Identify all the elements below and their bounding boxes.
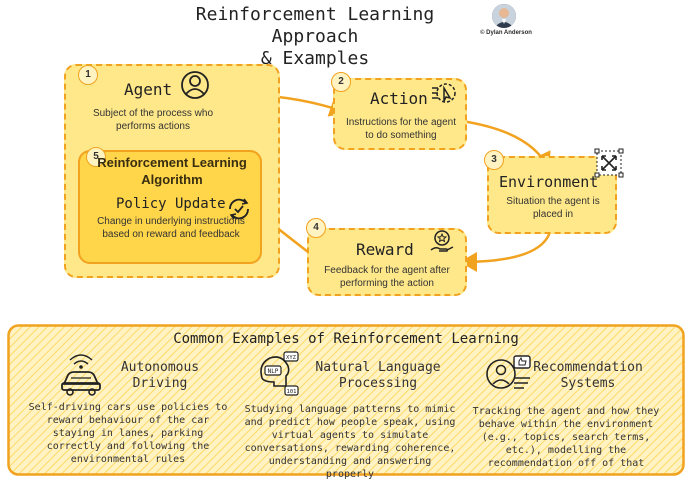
step-number-2: 2 xyxy=(331,72,351,92)
svg-text:XYZ: XYZ xyxy=(286,355,297,361)
environment-description: Situation the agent is placed in xyxy=(506,196,600,220)
author-credit: © Dylan Anderson xyxy=(480,30,532,36)
algorithm-title: Reinforcement Learning Algorithm xyxy=(97,155,247,187)
step-number-3: 3 xyxy=(484,150,504,170)
page-title: Reinforcement Learning Approach & Exampl… xyxy=(150,4,480,70)
avatar xyxy=(492,4,516,28)
arrow-environment-to-reward xyxy=(459,231,552,272)
action-title: Action xyxy=(370,89,428,108)
example-nlp-title: Natural Language Processing xyxy=(315,360,441,391)
environment-title: Environment xyxy=(499,173,599,191)
svg-text:NLP: NLP xyxy=(268,368,279,375)
example-recommendation-title: Recommendation Systems xyxy=(533,360,643,391)
policy-update-title: Policy Update xyxy=(116,196,226,212)
agent-description: Subject of the process who performs acti… xyxy=(92,108,214,132)
algorithm-description: Change in underlying instructions based … xyxy=(97,216,245,240)
environment-box xyxy=(487,156,617,234)
step-number-4: 4 xyxy=(306,218,326,238)
examples-section-title: Common Examples of Reinforcement Learnin… xyxy=(173,331,519,347)
pointer-icon xyxy=(432,83,456,103)
nlp-icon: NLP XYZ 101 xyxy=(260,351,299,396)
example-autonomous-driving-title: Autonomous Driving xyxy=(120,360,200,391)
step-number-1: 1 xyxy=(78,65,98,85)
reward-title: Reward xyxy=(356,240,414,259)
reward-description: Feedback for the agent after performing … xyxy=(324,265,450,289)
title-line-1: Reinforcement Learning Approach xyxy=(195,4,435,47)
action-description: Instructions for the agent to do somethi… xyxy=(345,117,457,141)
example-autonomous-driving-description: Self-driving cars use policies to reward… xyxy=(28,402,228,465)
refresh-check-icon xyxy=(229,198,249,220)
title-line-2: & Examples xyxy=(260,48,370,69)
algorithm-box xyxy=(78,150,262,264)
car-icon xyxy=(61,354,101,396)
recommendation-icon xyxy=(486,355,531,389)
reward-icon xyxy=(430,230,454,252)
step-number-5: 5 xyxy=(86,147,106,167)
user-icon xyxy=(181,71,209,99)
expand-arrows-icon xyxy=(594,148,624,178)
example-nlp-description: Studying language patterns to mimic and … xyxy=(244,404,456,480)
agent-title: Agent xyxy=(124,80,173,99)
svg-text:101: 101 xyxy=(287,389,297,395)
example-recommendation-description: Tracking the agent and how they behave w… xyxy=(472,406,660,469)
